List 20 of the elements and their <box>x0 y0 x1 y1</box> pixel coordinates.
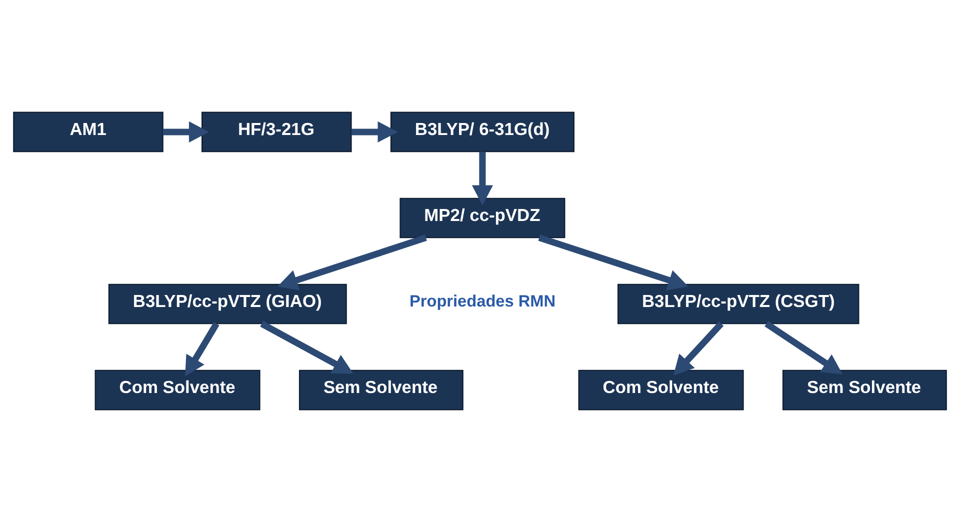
node-box: B3LYP/cc-pVTZ (CSGT) <box>617 284 860 324</box>
label: Propriedades RMN <box>409 292 556 311</box>
arrow <box>472 152 493 206</box>
node-box: Sem Solvente <box>298 370 464 410</box>
node-box: Sem Solvente <box>782 370 947 410</box>
node-box: Com Solvente <box>578 370 744 410</box>
node-box: HF/3-21G <box>202 112 352 152</box>
node-box: Com Solvente <box>94 370 260 410</box>
arrow <box>185 322 220 376</box>
arrow <box>764 321 843 374</box>
arrow <box>260 320 354 374</box>
arrow <box>277 234 427 290</box>
node-box: MP2/ cc-pVDZ <box>400 198 566 238</box>
arrow <box>673 322 724 376</box>
node-box: B3LYP/cc-pVTZ (GIAO) <box>108 284 347 324</box>
arrow <box>538 234 688 290</box>
node-box: AM1 <box>13 112 164 152</box>
arrow <box>162 121 210 142</box>
arrow <box>351 121 398 142</box>
node-box: B3LYP/ 6-31G(d) <box>390 112 574 152</box>
